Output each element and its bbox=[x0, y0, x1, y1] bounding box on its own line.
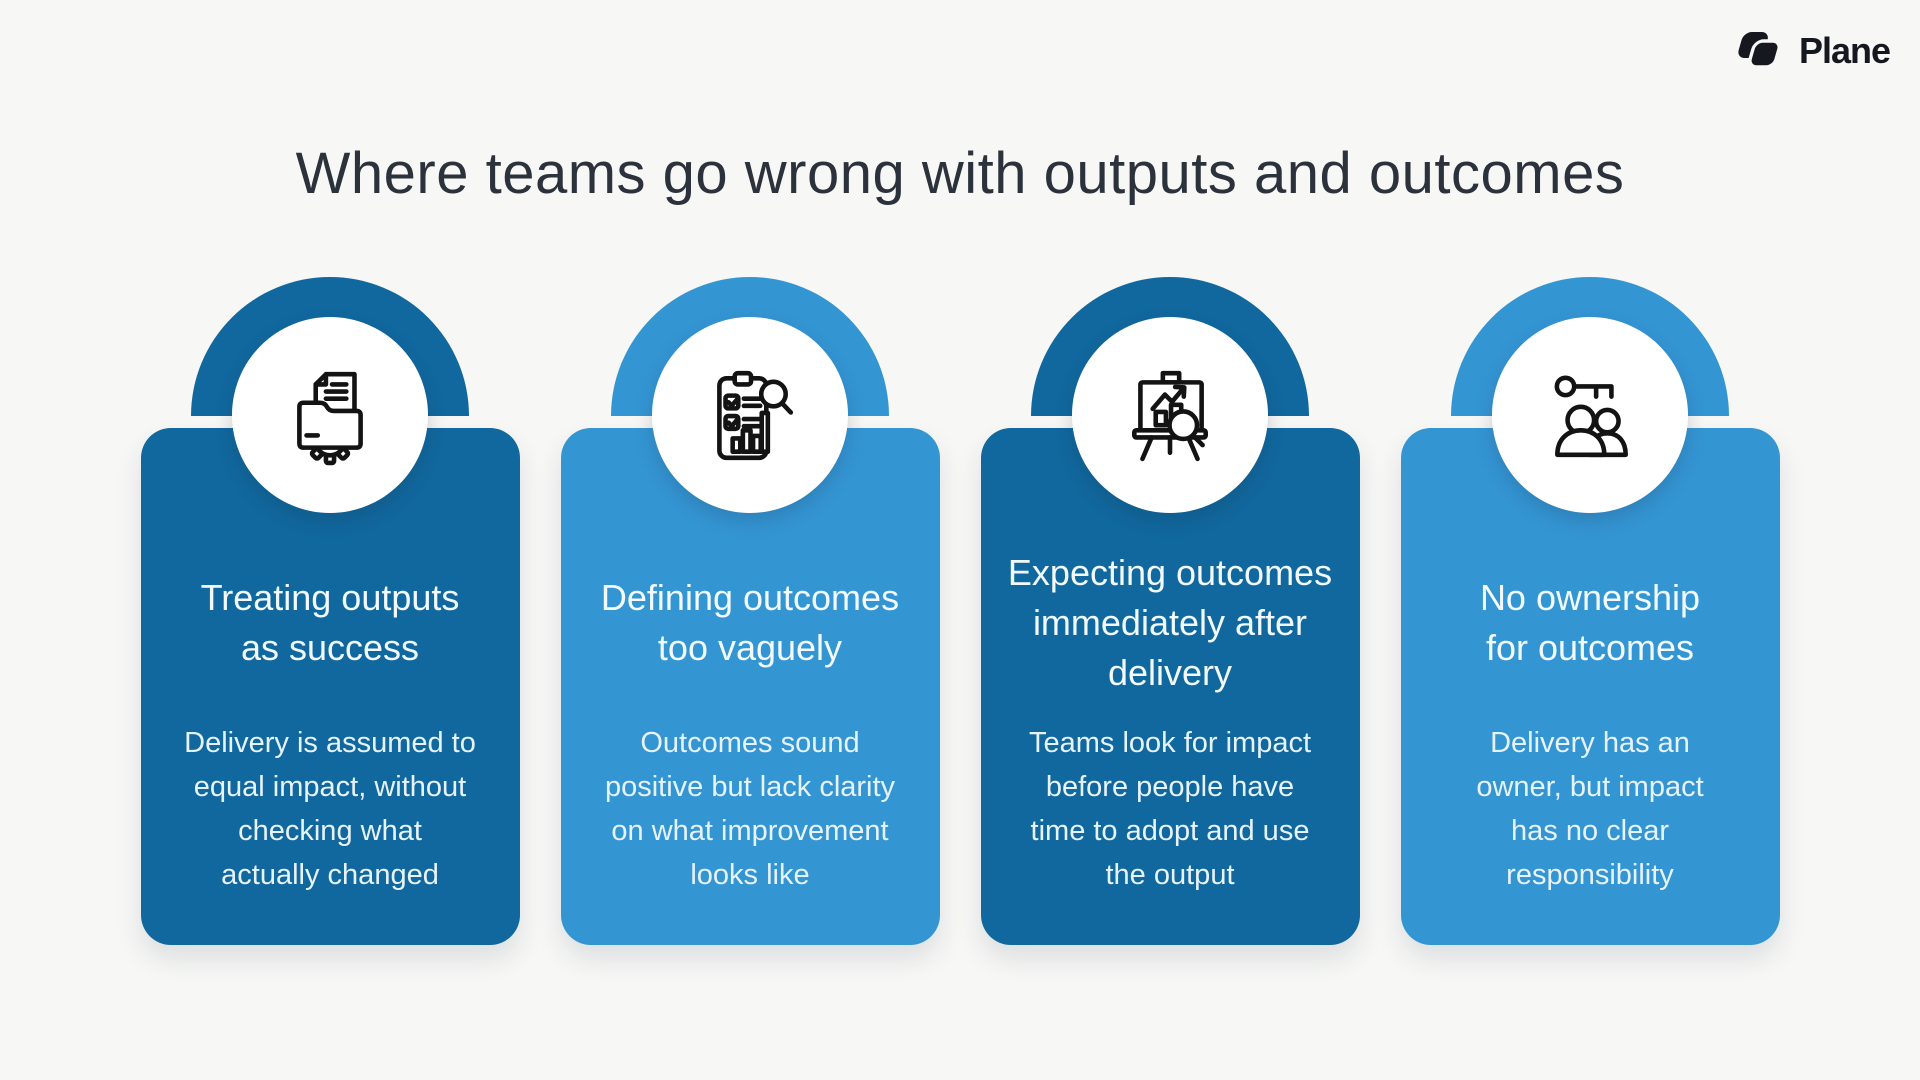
card-body-panel: Defining outcomes too vaguely Outcomes s… bbox=[560, 428, 940, 945]
plane-logo-icon bbox=[1731, 28, 1789, 74]
checklist-magnifier-icon bbox=[717, 370, 794, 461]
folder-document-gear-icon bbox=[297, 371, 363, 466]
card-description: Delivery is assumed to equal impact, wit… bbox=[184, 727, 476, 891]
card-description: Outcomes sound positive but lack clarity… bbox=[604, 727, 896, 891]
card-expecting-outcomes: Expecting outcomes immediately after del… bbox=[980, 277, 1360, 945]
card-no-ownership: No ownership for outcomes Delivery has a… bbox=[1400, 277, 1780, 945]
card-body-panel: Expecting outcomes immediately after del… bbox=[980, 428, 1360, 945]
card-heading: Defining outcomes too vaguely bbox=[600, 576, 900, 668]
icon-circle bbox=[1492, 317, 1688, 513]
plane-logo: Plane bbox=[1731, 28, 1891, 74]
card-heading: Treating outputs as success bbox=[200, 576, 460, 668]
key-people-icon bbox=[1554, 375, 1628, 458]
icon-circle bbox=[652, 317, 848, 513]
card-body-panel: Treating outputs as success Delivery is … bbox=[140, 428, 520, 945]
logo-wordmark: Plane bbox=[1798, 30, 1891, 71]
card-heading: Expecting outcomes immediately after del… bbox=[1007, 551, 1333, 693]
card-description: Delivery has an owner, but impact has no… bbox=[1476, 727, 1704, 891]
icon-circle bbox=[232, 317, 428, 513]
cards-row: Treating outputs as success Delivery is … bbox=[0, 277, 1920, 945]
card-heading: No ownership for outcomes bbox=[1479, 576, 1701, 668]
page-title: Where teams go wrong with outputs and ou… bbox=[295, 141, 1625, 206]
card-treating-outputs: Treating outputs as success Delivery is … bbox=[140, 277, 520, 945]
icon-circle bbox=[1072, 317, 1268, 513]
presentation-chart-magnifier-icon bbox=[1132, 370, 1208, 462]
card-description: Teams look for impact before people have… bbox=[1028, 727, 1312, 891]
card-defining-outcomes: Defining outcomes too vaguely Outcomes s… bbox=[560, 277, 940, 945]
card-body-panel: No ownership for outcomes Delivery has a… bbox=[1400, 428, 1780, 945]
